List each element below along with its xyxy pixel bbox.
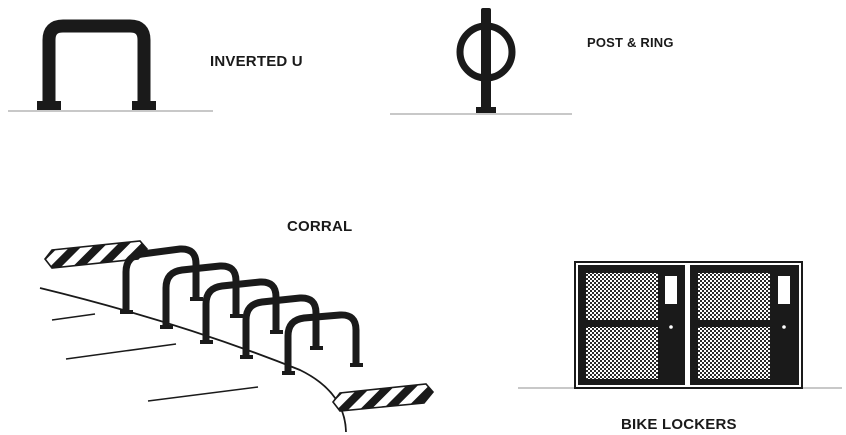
corral-label: CORRAL [287,218,352,235]
post-and-ring-rack-icon [390,8,572,115]
inverted-u-rack-icon [8,19,213,112]
bike-lockers-label: BIKE LOCKERS [621,416,737,433]
bike-locker-icon [518,261,842,389]
post-ring-label: POST & RING [587,35,674,50]
bike-corral-icon [39,240,435,433]
inverted-u-label: INVERTED U [210,53,303,70]
